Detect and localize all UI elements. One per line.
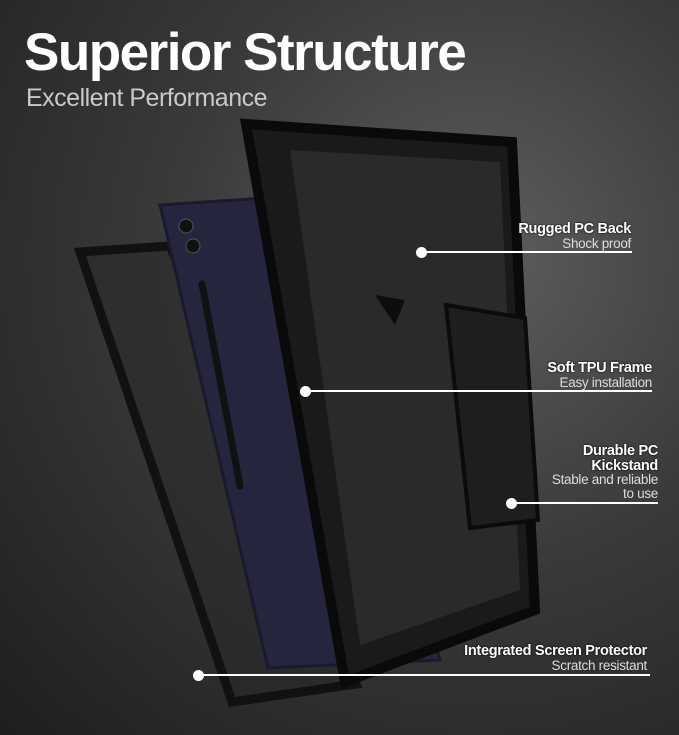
callout-soft-tpu-frame: Soft TPU Frame Easy installation	[547, 361, 652, 389]
callout-dot	[416, 247, 427, 258]
callout-heading: Integrated Screen Protector	[464, 643, 647, 659]
callout-subtext: Stable and reliable to use	[551, 472, 658, 501]
callout-line	[420, 251, 632, 253]
stylus	[198, 280, 244, 490]
callout-line	[198, 674, 650, 676]
case-back-panel	[290, 150, 520, 645]
callout-rugged-pc-back: Rugged PC Back Shock proof	[518, 222, 631, 250]
camera-lens	[178, 218, 194, 234]
kickstand	[443, 302, 541, 531]
callout-integrated-screen-protector: Integrated Screen Protector Scratch resi…	[464, 644, 647, 672]
callout-dot	[193, 670, 204, 681]
callout-line	[512, 502, 658, 504]
callout-heading: Rugged PC Back	[518, 221, 631, 237]
callout-dot	[506, 498, 517, 509]
callout-dot	[300, 386, 311, 397]
callout-heading: Durable PC Kickstand	[582, 443, 658, 474]
callout-subtext: Shock proof	[562, 235, 631, 251]
callout-durable-pc-kickstand: Durable PC Kickstand Stable and reliable…	[548, 444, 658, 500]
callout-subtext: Scratch resistant	[551, 657, 648, 673]
case-logo	[375, 295, 405, 325]
callout-line	[305, 390, 652, 392]
camera-lens	[185, 238, 201, 254]
page-subtitle: Excellent Performance	[26, 84, 268, 112]
page-title: Superior Structure	[24, 23, 467, 82]
callout-heading: Soft TPU Frame	[547, 360, 652, 376]
callout-subtext: Easy installation	[559, 374, 653, 390]
